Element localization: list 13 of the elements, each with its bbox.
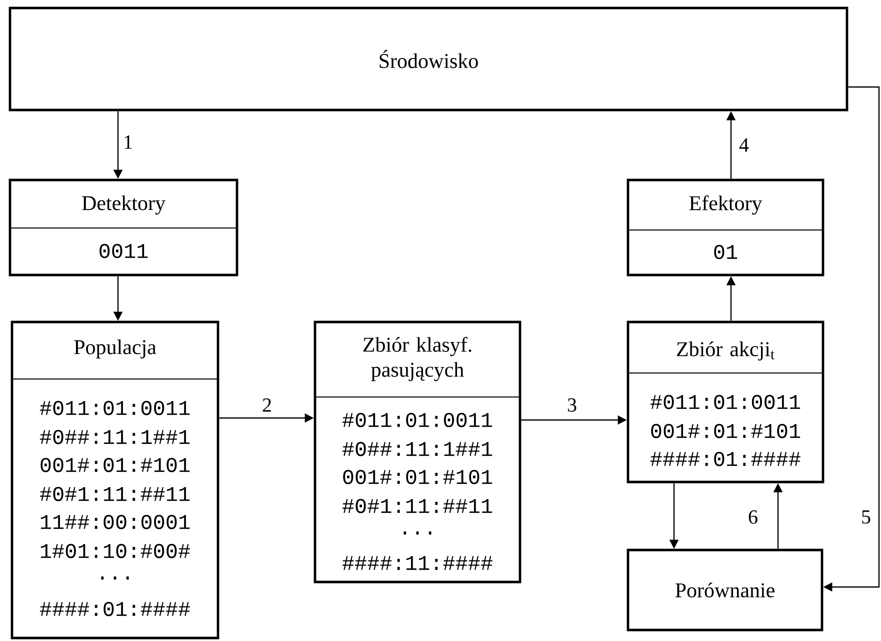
process-box: Detektory 0011 (8, 178, 238, 276)
edge-label: 4 (738, 137, 750, 153)
process-box: Efektory 01 (626, 178, 824, 276)
edge-label: 6 (747, 509, 759, 525)
edge-label: 3 (566, 397, 578, 413)
edge-label: 2 (261, 397, 273, 413)
process-box: Zbiór akcji$_{t}$ #011:01:0011 001#:01:#101 ####:01:#### (626, 320, 824, 484)
process-box: Populacja #011:01:0011 #0##:11:1##1 001#:01:#101 #0#1:11:##11 11##:00:0001 1#01:10:#00# ... ####:01:#### (10, 320, 220, 640)
process-box: Porównanie (626, 548, 824, 632)
process-box: Zbiór klasyf. pasujących #011:01:0011 #0##:11:1##1 001#:01:#101 #0#1:11:##11 ... ####:11:#### (314, 320, 522, 584)
environment-box: Środowisko (8, 6, 848, 112)
edge-label: 5 (860, 509, 872, 525)
edge-label: 1 (122, 134, 134, 150)
